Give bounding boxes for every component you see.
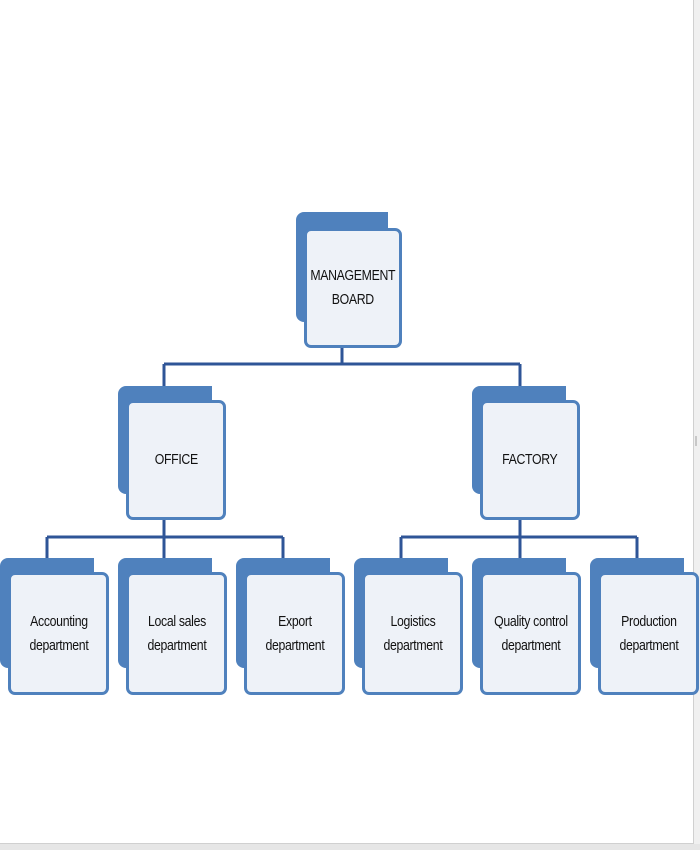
node-front-shape: Local sales department — [126, 572, 227, 695]
node-label: Local sales department — [147, 612, 206, 654]
node-front-shape: Production department — [598, 572, 699, 695]
window-bottom-strip — [0, 844, 700, 850]
node-factory: FACTORY — [472, 386, 582, 522]
node-label: Accounting department — [29, 612, 88, 654]
node-quality-control-department: Quality control department — [472, 558, 582, 696]
node-accounting-department: Accounting department — [0, 558, 110, 696]
node-front-shape: Export department — [244, 572, 345, 695]
node-production-department: Production department — [590, 558, 700, 696]
node-front-shape: OFFICE — [126, 400, 226, 520]
node-label: Quality control department — [493, 612, 568, 654]
node-label: MANAGEMENT BOARD — [310, 267, 396, 308]
node-front-shape: Quality control department — [480, 572, 581, 695]
node-label: Logistics department — [383, 612, 442, 654]
window-edge-mark — [695, 436, 697, 446]
node-label: Export department — [265, 612, 324, 654]
node-front-shape: Logistics department — [362, 572, 463, 695]
node-front-shape: Accounting department — [8, 572, 109, 695]
node-front-shape: MANAGEMENT BOARD — [304, 228, 402, 348]
node-label: Production department — [619, 612, 678, 654]
node-export-department: Export department — [236, 558, 346, 696]
node-local-sales-department: Local sales department — [118, 558, 228, 696]
node-logistics-department: Logistics department — [354, 558, 464, 696]
node-front-shape: FACTORY — [480, 400, 580, 520]
node-office: OFFICE — [118, 386, 228, 522]
node-management-board: MANAGEMENT BOARD — [296, 212, 404, 352]
node-label: OFFICE — [154, 451, 198, 468]
node-label: FACTORY — [502, 451, 558, 468]
